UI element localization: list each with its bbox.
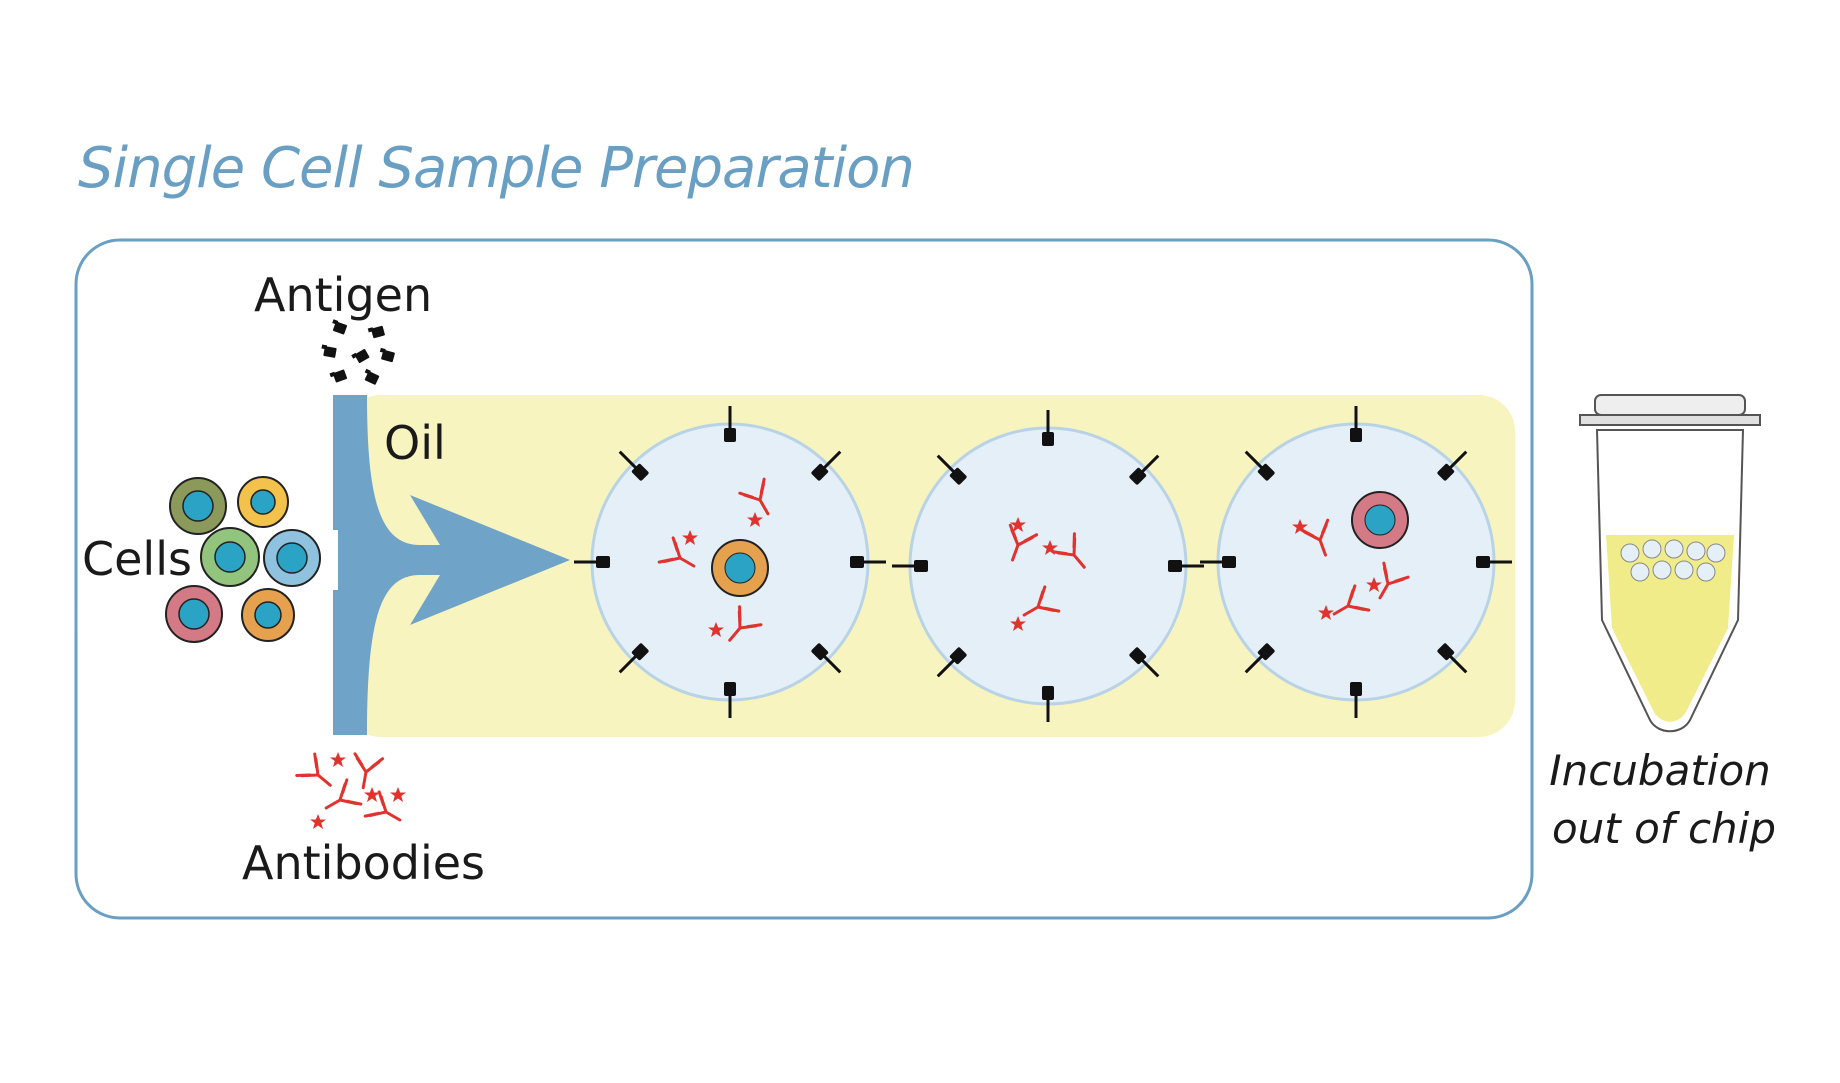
droplets xyxy=(572,404,1514,724)
antigen-particles xyxy=(320,319,396,386)
cell-blue-icon xyxy=(263,529,321,587)
antibody-particles xyxy=(295,752,409,834)
droplet-empty-icon xyxy=(890,408,1206,724)
cells-cluster xyxy=(165,476,321,643)
cell-pink-icon xyxy=(165,585,223,643)
encapsulated-cell-icon xyxy=(1351,491,1409,549)
oil-label: Oil xyxy=(384,416,446,470)
cell-green-icon xyxy=(200,527,260,587)
droplet-with-cell-icon xyxy=(1198,404,1514,720)
antibodies-label: Antibodies xyxy=(242,836,486,890)
droplet-with-cell-icon xyxy=(572,404,888,720)
cell-inlet xyxy=(338,545,408,577)
incubation-label-line1: Incubation xyxy=(1549,746,1771,795)
encapsulated-cell-icon xyxy=(711,539,769,597)
cell-yellow-icon xyxy=(237,476,289,528)
flow-arrow xyxy=(338,495,570,625)
incubation-label-line2: out of chip xyxy=(1551,804,1776,853)
chip-outline xyxy=(74,238,1534,920)
cells-label: Cells xyxy=(82,532,192,586)
microcentrifuge-tube-icon xyxy=(1579,394,1761,733)
antigen-label: Antigen xyxy=(254,268,433,322)
cell-orange-icon xyxy=(241,588,295,642)
page-title: Single Cell Sample Preparation xyxy=(78,136,915,201)
cell-olive-icon xyxy=(169,477,227,535)
tube-droplets xyxy=(1620,539,1726,582)
